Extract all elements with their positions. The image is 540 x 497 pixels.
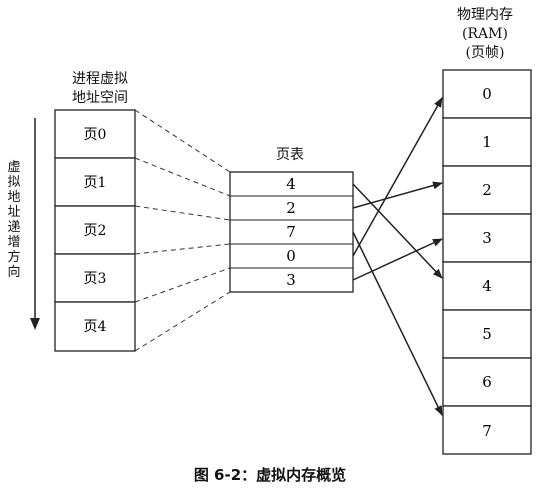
svg-text:7: 7 <box>482 422 492 440</box>
ram-frame: 1 <box>442 117 532 167</box>
svg-text:2: 2 <box>482 181 492 199</box>
virtual-space-title: 进程虚拟 地址空间 <box>40 70 160 108</box>
connector-line <box>134 205 231 221</box>
ram-frame: 2 <box>442 165 532 215</box>
page-table-entry: 3 <box>286 271 296 289</box>
svg-text:页1: 页1 <box>84 175 107 191</box>
address-direction-label: 虚拟地址递增方向 <box>7 160 21 280</box>
virtual-page: 页4 <box>54 301 136 352</box>
mapping-arrow <box>352 238 443 281</box>
svg-text:6: 6 <box>482 373 492 391</box>
virtual-space-title-line: 地址空间 <box>72 90 128 106</box>
virtual-page: 页2 <box>54 205 136 255</box>
connector-line <box>134 267 231 303</box>
ram-frame: 6 <box>442 357 532 407</box>
svg-text:0: 0 <box>482 85 492 103</box>
virtual-page: 页3 <box>54 253 136 303</box>
mapping-arrow <box>352 231 443 416</box>
figure-caption: 图 6-2：虚拟内存概览 <box>193 466 347 484</box>
svg-text:页0: 页0 <box>84 127 107 143</box>
connector-line <box>134 243 231 255</box>
virtual-page: 页0 <box>54 109 136 159</box>
direction-arrowhead <box>30 318 40 330</box>
ram-frame: 3 <box>442 213 532 263</box>
svg-text:1: 1 <box>482 133 492 151</box>
page-table-entry: 7 <box>286 223 296 241</box>
mapping-arrows <box>352 97 443 416</box>
ram-title: 物理内存 (RAM) (页帧) <box>420 6 540 63</box>
ram-frame: 0 <box>442 69 532 119</box>
virtual-page: 页1 <box>54 157 136 207</box>
mapping-arrow <box>352 97 443 257</box>
connector-line <box>134 291 231 352</box>
svg-text:4: 4 <box>482 277 492 295</box>
page-connectors <box>134 109 231 352</box>
svg-text:页2: 页2 <box>84 223 107 239</box>
page-table: 4 2 7 0 3 <box>229 171 354 293</box>
svg-text:页3: 页3 <box>84 271 107 287</box>
ram-frame: 5 <box>442 309 532 359</box>
page-table-entry: 0 <box>286 247 296 265</box>
connector-line <box>134 109 231 173</box>
svg-text:3: 3 <box>482 229 492 247</box>
svg-text:页4: 页4 <box>84 319 107 335</box>
page-table-entry: 2 <box>286 199 296 217</box>
mapping-arrow <box>352 181 443 209</box>
ram-title-line: 物理内存 <box>457 7 513 23</box>
virtual-address-space: 页0 页1 页2 页3 页4 <box>54 109 136 352</box>
mapping-arrow <box>352 183 443 279</box>
page-table-title: 页表 <box>276 147 304 163</box>
virtual-space-title-line: 进程虚拟 <box>72 71 128 87</box>
connector-line <box>134 157 231 197</box>
page-table-entry: 4 <box>286 175 296 193</box>
physical-ram: 0 1 2 3 4 5 6 7 <box>442 69 532 455</box>
ram-frame: 4 <box>442 261 532 311</box>
ram-title-line: (RAM) <box>462 26 508 42</box>
ram-title-line: (页帧) <box>465 45 505 61</box>
svg-text:5: 5 <box>482 325 492 343</box>
ram-frame: 7 <box>442 405 532 455</box>
